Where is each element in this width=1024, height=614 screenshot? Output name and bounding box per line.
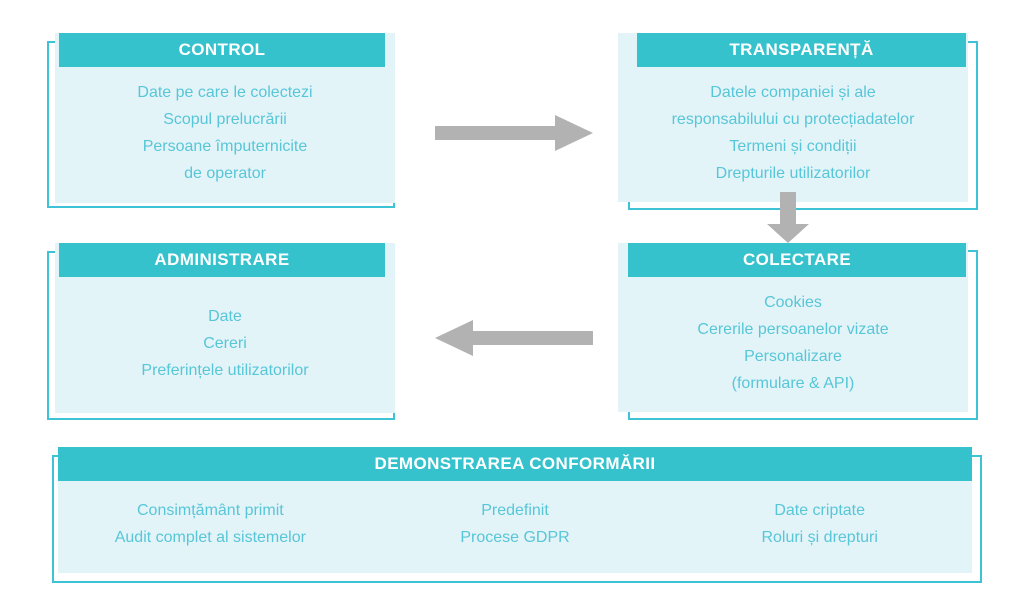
text-line: Drepturile utilizatorilor — [715, 164, 871, 182]
arrow-head — [767, 224, 809, 243]
arrow-left-icon — [435, 320, 593, 356]
conformare-column-1: Consimțământ primit Audit complet al sis… — [58, 481, 363, 567]
text-line: Cererile persoanelor vizate — [697, 320, 889, 338]
text-line: Procese GDPR — [460, 529, 570, 546]
card-control-panel: CONTROL Date pe care le colectezi Scopul… — [55, 33, 395, 203]
card-administrare-body: Date Cereri Preferințele utilizatorilor — [55, 277, 395, 413]
text-line: Termeni și condiții — [729, 137, 857, 155]
card-control-body: Date pe care le colectezi Scopul prelucr… — [55, 67, 395, 203]
text-line: Datele companiei și ale — [710, 83, 876, 101]
text-line: Predefinit — [481, 502, 549, 519]
card-colectare-body: Cookies Cererile persoanelor vizate Pers… — [618, 277, 968, 412]
text-line: Scopul prelucrării — [163, 111, 287, 128]
card-conformare-panel: DEMONSTRAREA CONFORMĂRII Consimțământ pr… — [58, 447, 972, 573]
text-line: Preferințele utilizatorilor — [141, 361, 309, 379]
text-line: Cookies — [764, 293, 822, 311]
arrow-shaft — [435, 126, 557, 140]
text-line: Persoane împuternicite — [142, 138, 308, 155]
arrow-right-icon — [435, 115, 593, 151]
text-line: Consimțământ primit — [136, 502, 284, 519]
card-administrare-panel: ADMINISTRARE Date Cereri Preferințele ut… — [55, 243, 395, 413]
card-administrare-title: ADMINISTRARE — [59, 243, 385, 277]
arrow-shaft — [780, 192, 796, 225]
conformare-column-2: Predefinit Procese GDPR — [363, 481, 668, 567]
arrow-head — [555, 115, 593, 151]
arrow-shaft — [471, 331, 593, 345]
card-control-title: CONTROL — [59, 33, 385, 67]
arrow-down-icon — [767, 192, 809, 243]
text-line: Date pe care le colectezi — [137, 84, 313, 101]
text-line: Personalizare — [744, 347, 842, 365]
card-conformare-title: DEMONSTRAREA CONFORMĂRII — [58, 447, 972, 481]
text-line: de operator — [184, 165, 266, 182]
card-transparenta-panel: TRANSPARENȚĂ Datele companiei și ale res… — [618, 33, 968, 202]
card-colectare-panel: COLECTARE Cookies Cererile persoanelor v… — [618, 243, 968, 412]
text-line: Cereri — [203, 334, 247, 352]
text-line: Roluri și drepturi — [761, 529, 878, 546]
text-line: Date criptate — [774, 502, 866, 519]
card-transparenta-title: TRANSPARENȚĂ — [637, 33, 966, 67]
arrow-head — [435, 320, 473, 356]
card-colectare-title: COLECTARE — [628, 243, 966, 277]
text-line: Date — [208, 307, 242, 325]
text-line: (formulare & API) — [731, 374, 855, 392]
card-transparenta-body: Datele companiei și ale responsabilului … — [618, 67, 968, 202]
conformare-column-3: Date criptate Roluri și drepturi — [667, 481, 972, 567]
card-conformare-body: Consimțământ primit Audit complet al sis… — [58, 481, 972, 573]
text-line: responsabilului cu protecțiadatelor — [671, 110, 915, 128]
text-line: Audit complet al sistemelor — [114, 529, 306, 546]
